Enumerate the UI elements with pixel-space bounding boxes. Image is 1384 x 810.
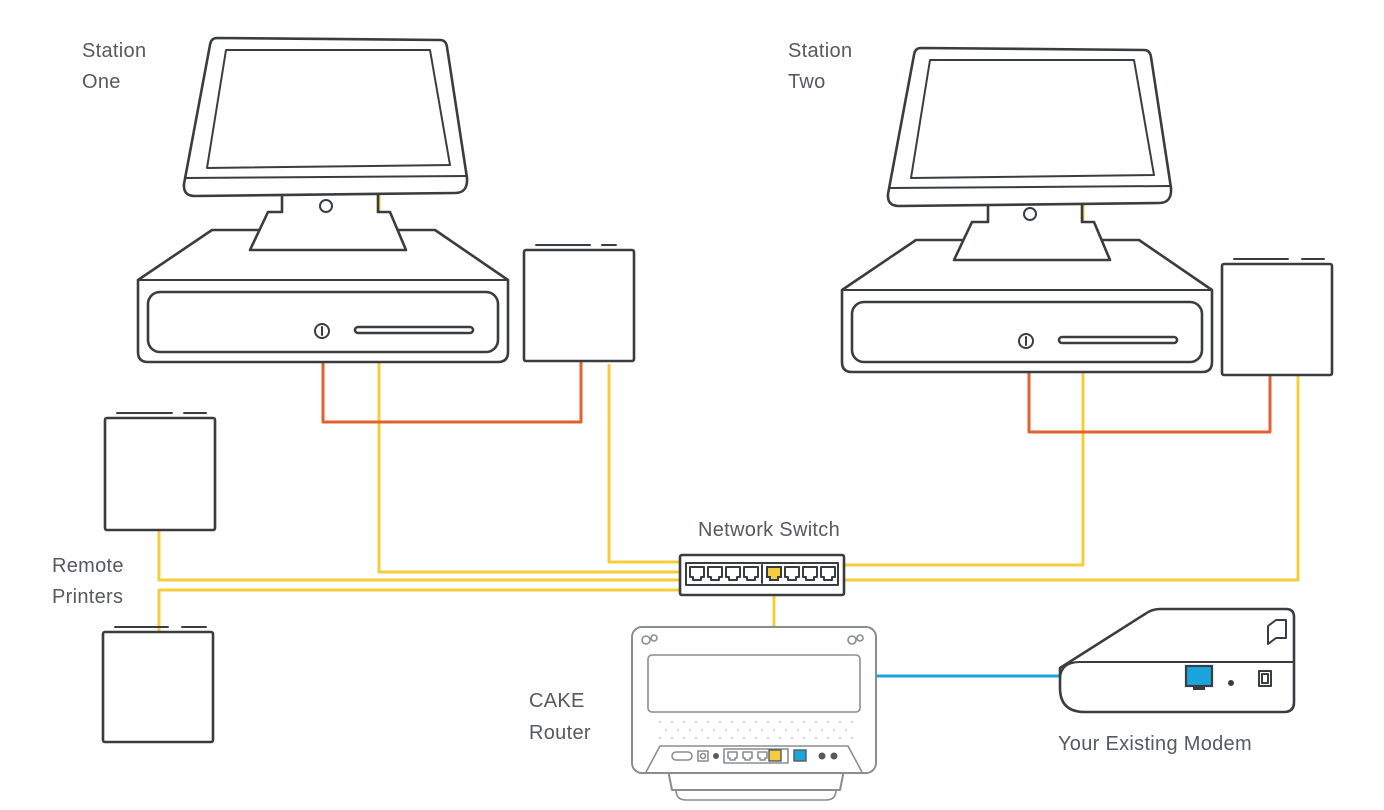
printer-cables <box>321 362 1272 434</box>
station-one <box>136 36 636 364</box>
remote-printers-label-line2: Printers <box>52 586 123 608</box>
router-vent-dots <box>659 721 853 739</box>
switch-ports <box>689 564 836 584</box>
pos-monitor-one <box>182 36 469 213</box>
cake-router <box>631 626 877 801</box>
cable-station-one-printer <box>607 364 680 564</box>
remote-printer-bottom <box>101 626 215 744</box>
monitor-stand-one <box>248 190 408 252</box>
cable-drawer-to-printer-two <box>1027 372 1272 434</box>
station-two <box>840 46 1334 377</box>
cable-remote-printer-bottom <box>157 588 680 632</box>
station-two-label-line1: Station <box>788 40 852 62</box>
station-two-label-line2: Two <box>788 71 826 93</box>
receipt-printer-two <box>1220 258 1334 377</box>
cable-station-two-printer <box>844 374 1300 582</box>
remote-printer-top <box>103 412 217 532</box>
network-switch <box>678 553 846 597</box>
cable-drawer-to-printer-one <box>321 362 583 424</box>
cake-router-label-line2: Router <box>529 722 591 744</box>
cash-drawer-one <box>136 228 510 364</box>
pos-monitor-two <box>886 46 1173 221</box>
existing-modem <box>1058 607 1296 714</box>
remote-printers-label-line1: Remote <box>52 555 124 577</box>
cake-router-label-line1: CAKE <box>529 690 585 712</box>
receipt-printer-one <box>522 244 636 363</box>
power-button-icon <box>319 199 333 213</box>
cable-remote-printer-top <box>157 530 680 582</box>
monitor-stand-two <box>952 200 1112 262</box>
network-switch-label: Network Switch <box>698 519 840 541</box>
cash-drawer-two <box>840 238 1214 374</box>
station-one-label-line1: Station <box>82 40 146 62</box>
existing-modem-label: Your Existing Modem <box>1058 733 1252 755</box>
power-button-icon <box>1023 207 1037 221</box>
station-one-label-line2: One <box>82 71 121 93</box>
